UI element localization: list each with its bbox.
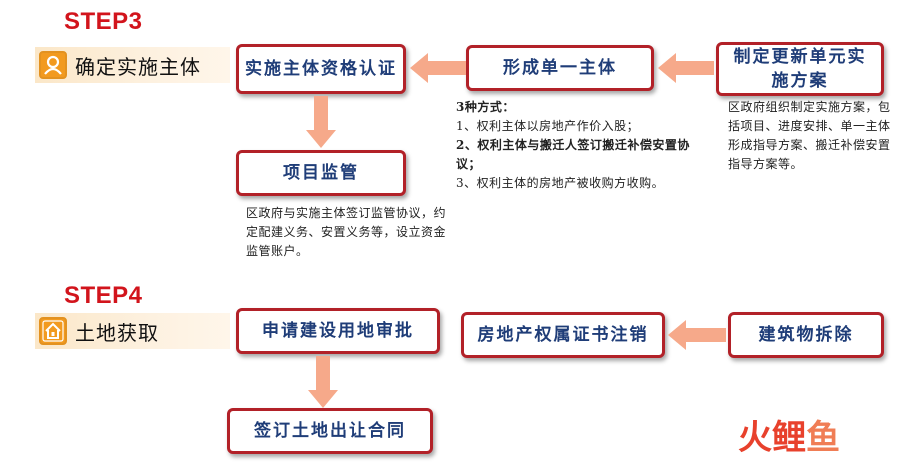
step4-heading: STEP4 [64,282,143,309]
land-approval-box: 申请建设用地审批 [236,308,440,354]
arrow-down-2 [308,356,338,408]
update-plan-desc: 区政府组织制定实施方案，包括项目、进度安排、单一主体形成指导方案、搬迁补偿安置指… [728,100,891,171]
step4-stage-bar: 土地获取 [35,313,230,349]
arrow-left-2 [658,53,714,83]
qualification-label: 实施主体资格认证 [245,59,397,79]
logo-char-1: 火 [738,418,772,458]
certificate-cancel-label: 房地产权属证书注销 [477,325,649,345]
land-contract-box: 签订土地出让合同 [227,408,433,454]
arrow-left-3 [668,320,726,350]
step3-stage-label: 确定实施主体 [75,54,201,79]
update-plan-label: 制定更新单元实施方案 [733,47,867,91]
single-subject-label: 形成单一主体 [503,58,617,78]
land-approval-label: 申请建设用地审批 [262,321,414,341]
demolition-label: 建筑物拆除 [758,325,854,345]
arrow-left-1 [410,53,466,83]
single-subject-desc: 3种方式： 1、权利主体以房地产作价入股； 2、权利主体与搬迁人签订搬迁补偿安置… [456,98,706,193]
person-icon [39,51,67,79]
arrow-down-1 [306,96,336,148]
house-icon [39,317,67,345]
qualification-box: 实施主体资格认证 [236,44,406,94]
certificate-cancel-box: 房地产权属证书注销 [461,312,665,358]
brand-logo: 火鲤鱼 [738,410,840,459]
supervision-desc: 区政府与实施主体签订监管协议，约定配建义务、安置义务等，设立资金监管账户。 [246,206,447,258]
land-contract-label: 签订土地出让合同 [254,421,406,441]
step3-heading: STEP3 [64,8,143,35]
desc-method-3: 3、权利主体的房地产被收购方收购。 [456,176,665,190]
desc-method-1: 1、权利主体以房地产作价入股； [456,119,640,133]
desc-method-2: 2、权利主体与搬迁人签订搬迁补偿安置协议； [456,138,690,171]
step3-stage-bar: 确定实施主体 [35,47,230,83]
supervision-box: 项目监管 [236,150,406,196]
logo-char-2: 鲤 [772,418,806,458]
desc-methods-title: 3种方式： [456,100,515,114]
single-subject-box: 形成单一主体 [466,45,654,91]
logo-char-3: 鱼 [806,418,840,458]
demolition-box: 建筑物拆除 [728,312,884,358]
supervision-label: 项目监管 [283,163,359,183]
update-plan-box: 制定更新单元实施方案 [716,42,884,96]
step4-stage-label: 土地获取 [75,320,159,345]
